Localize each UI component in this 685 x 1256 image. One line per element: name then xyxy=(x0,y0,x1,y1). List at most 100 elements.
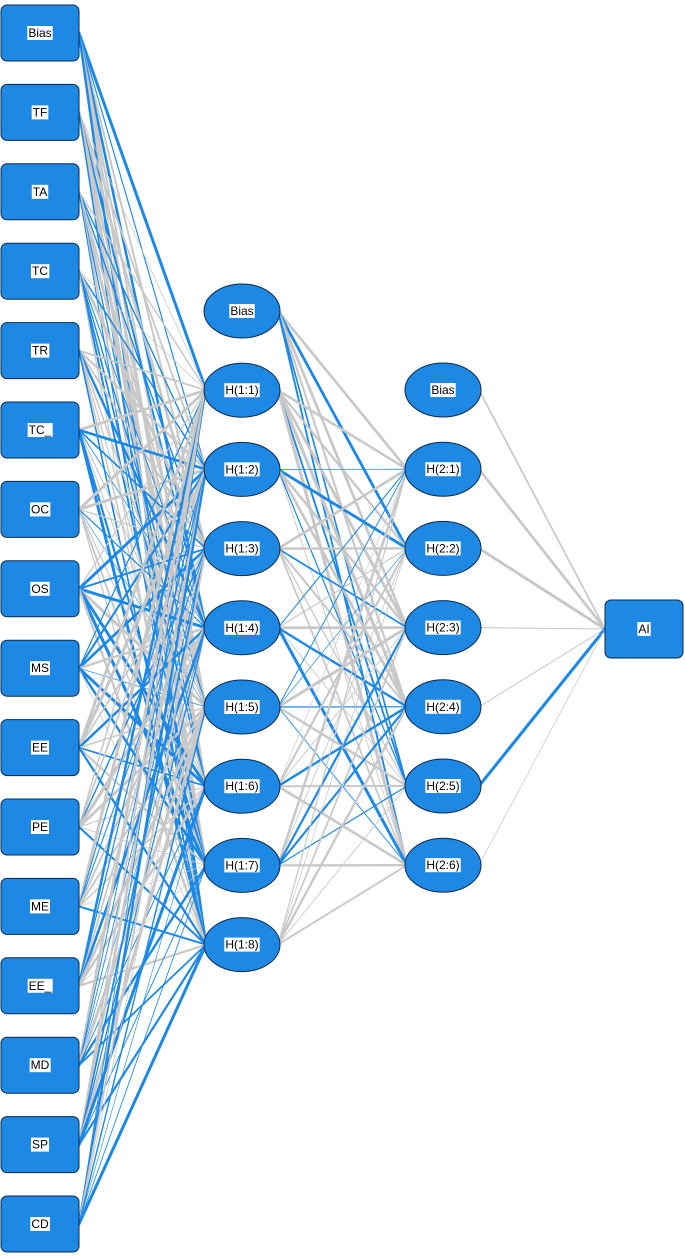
hidden1-node-h-1-2: H(1:2) xyxy=(203,441,281,497)
weight-edge-h1-8-h2-5 xyxy=(277,785,408,946)
weight-edge-in15-h1-2 xyxy=(77,468,208,1226)
hidden1-node-h-1-6: H(1:6) xyxy=(203,758,281,814)
input-node-tc: TC xyxy=(0,242,80,300)
hidden1-node-label: H(1:8) xyxy=(225,938,258,952)
weight-edge-in13-h1-1 xyxy=(77,388,208,1067)
weight-edge-in15-h1-1 xyxy=(78,389,207,1225)
hidden1-label-background xyxy=(224,541,260,556)
hidden1-label-background xyxy=(229,304,255,318)
hidden1-label-background xyxy=(224,937,260,952)
hidden1-label-background xyxy=(224,700,260,714)
weight-edge-h1-8-h2-3 xyxy=(277,626,408,946)
hidden2-label-background xyxy=(430,383,456,397)
input-label-background xyxy=(27,26,53,40)
input-label-background xyxy=(30,1137,50,1152)
input-node-ee: EE_ xyxy=(0,957,80,1015)
input-label-background xyxy=(30,899,50,914)
input-node-label: TC_ xyxy=(29,423,52,437)
hidden1-node-h-1-1: H(1:1) xyxy=(203,362,281,418)
weight-edge-h1-8-h2-4 xyxy=(276,705,409,946)
input-label-background xyxy=(30,661,50,676)
hidden2-label-background xyxy=(425,620,461,635)
hidden1-node-h-1-3: H(1:3) xyxy=(203,521,281,577)
weight-edge-in3-h1-1 xyxy=(78,270,207,391)
input-node-label: ME xyxy=(31,899,49,913)
hidden2-node-h-2-5: H(2:5) xyxy=(404,758,482,814)
input-node-label: OS xyxy=(31,582,48,596)
weight-edge-in15-h1-7 xyxy=(78,864,207,1225)
hidden1-node-label: H(1:2) xyxy=(225,462,258,476)
input-node-label: Bias xyxy=(28,26,51,40)
input-node-cd: CD xyxy=(0,1195,80,1253)
network-nodes: BiasTFTATCTRTC_OCOSMSEEPEMEEE_MDSPCDBias… xyxy=(0,4,684,1253)
hidden1-node-h-1-4: H(1:4) xyxy=(203,600,281,656)
input-node-tc: TC_ xyxy=(0,401,80,459)
hidden2-node-h-2-3: H(2:3) xyxy=(404,600,482,656)
weight-edge-h2-4-out-0 xyxy=(478,628,606,708)
hidden1-node-label: H(1:7) xyxy=(225,858,258,872)
weight-edge-in15-h1-5 xyxy=(78,706,207,1225)
weight-edge-in12-h1-1 xyxy=(77,388,208,988)
input-node-ms: MS xyxy=(0,639,80,697)
hidden1-label-background xyxy=(224,779,260,794)
weight-edge-in11-h1-1 xyxy=(77,388,208,908)
input-node-md: MD xyxy=(0,1036,80,1094)
input-node-label: CD xyxy=(31,1217,49,1231)
hidden1-node-h-1-7: H(1:7) xyxy=(203,837,281,893)
weight-edge-h1-1-h2-1 xyxy=(276,388,409,471)
weight-edge-h2-2-out-0 xyxy=(477,546,607,631)
input-label-background xyxy=(27,423,53,437)
input-node-oc: OC xyxy=(0,480,80,538)
hidden1-node-label: H(1:4) xyxy=(225,621,258,635)
weight-edge-in8-h1-1 xyxy=(78,389,207,669)
input-label-background xyxy=(30,581,50,596)
input-label-background xyxy=(30,740,50,755)
weight-edge-h2-6-out-0 xyxy=(478,628,606,866)
input-label-background xyxy=(31,343,50,358)
input-node-label: PE xyxy=(32,820,48,834)
hidden2-node-label: H(2:3) xyxy=(426,621,459,635)
hidden1-node-h-1-8: H(1:8) xyxy=(203,917,281,973)
hidden2-node-bias: Bias xyxy=(404,362,482,418)
hidden1-node-h-1-5: H(1:5) xyxy=(203,679,281,735)
hidden2-label-background xyxy=(425,462,461,477)
output-label-background xyxy=(637,622,651,636)
weight-edge-h2-1-out-0 xyxy=(477,467,607,631)
weight-edge-in0-h1-1 xyxy=(77,31,208,392)
hidden1-node-bias: Bias xyxy=(203,283,281,339)
hidden1-label-background xyxy=(224,620,260,635)
weight-edge-in1-h1-1 xyxy=(78,112,207,391)
input-node-pe: PE xyxy=(0,798,80,856)
weight-edge-h1-4-h2-1 xyxy=(277,468,408,629)
weight-edge-in7-h1-1 xyxy=(78,389,207,590)
hidden2-node-label: H(2:2) xyxy=(426,541,459,555)
input-label-background xyxy=(30,502,51,517)
hidden2-node-h-2-1: H(2:1) xyxy=(404,441,482,497)
input-node-label: MS xyxy=(31,661,49,675)
output-node-label: AI xyxy=(638,622,649,636)
weight-edge-in2-h1-1 xyxy=(78,191,207,391)
hidden2-node-label: Bias xyxy=(431,383,454,397)
input-node-label: OC xyxy=(31,502,49,516)
input-node-label: EE xyxy=(32,741,48,755)
input-label-background xyxy=(29,1058,51,1073)
input-label-background xyxy=(31,105,49,120)
input-node-label: SP xyxy=(32,1138,48,1152)
input-node-ta: TA xyxy=(0,163,80,221)
weight-edge-in15-h1-3 xyxy=(78,547,207,1225)
hidden1-node-label: H(1:1) xyxy=(225,383,258,397)
hidden1-label-background xyxy=(224,383,260,398)
input-node-label: TA xyxy=(33,185,47,199)
weight-edge-in9-h1-1 xyxy=(77,388,208,750)
input-node-label: EE_ xyxy=(29,979,52,993)
hidden2-node-h-2-4: H(2:4) xyxy=(404,679,482,735)
input-label-background xyxy=(30,820,50,834)
input-label-background xyxy=(30,1217,50,1231)
weight-edge-h1-6-h2-1 xyxy=(277,468,408,787)
weight-edge-h1-8-h2-6 xyxy=(277,864,408,946)
weight-edge-h2-0-out-0 xyxy=(478,389,606,630)
hidden1-node-label: Bias xyxy=(230,304,253,318)
input-node-label: MD xyxy=(31,1058,50,1072)
input-node-label: TR xyxy=(32,344,48,358)
